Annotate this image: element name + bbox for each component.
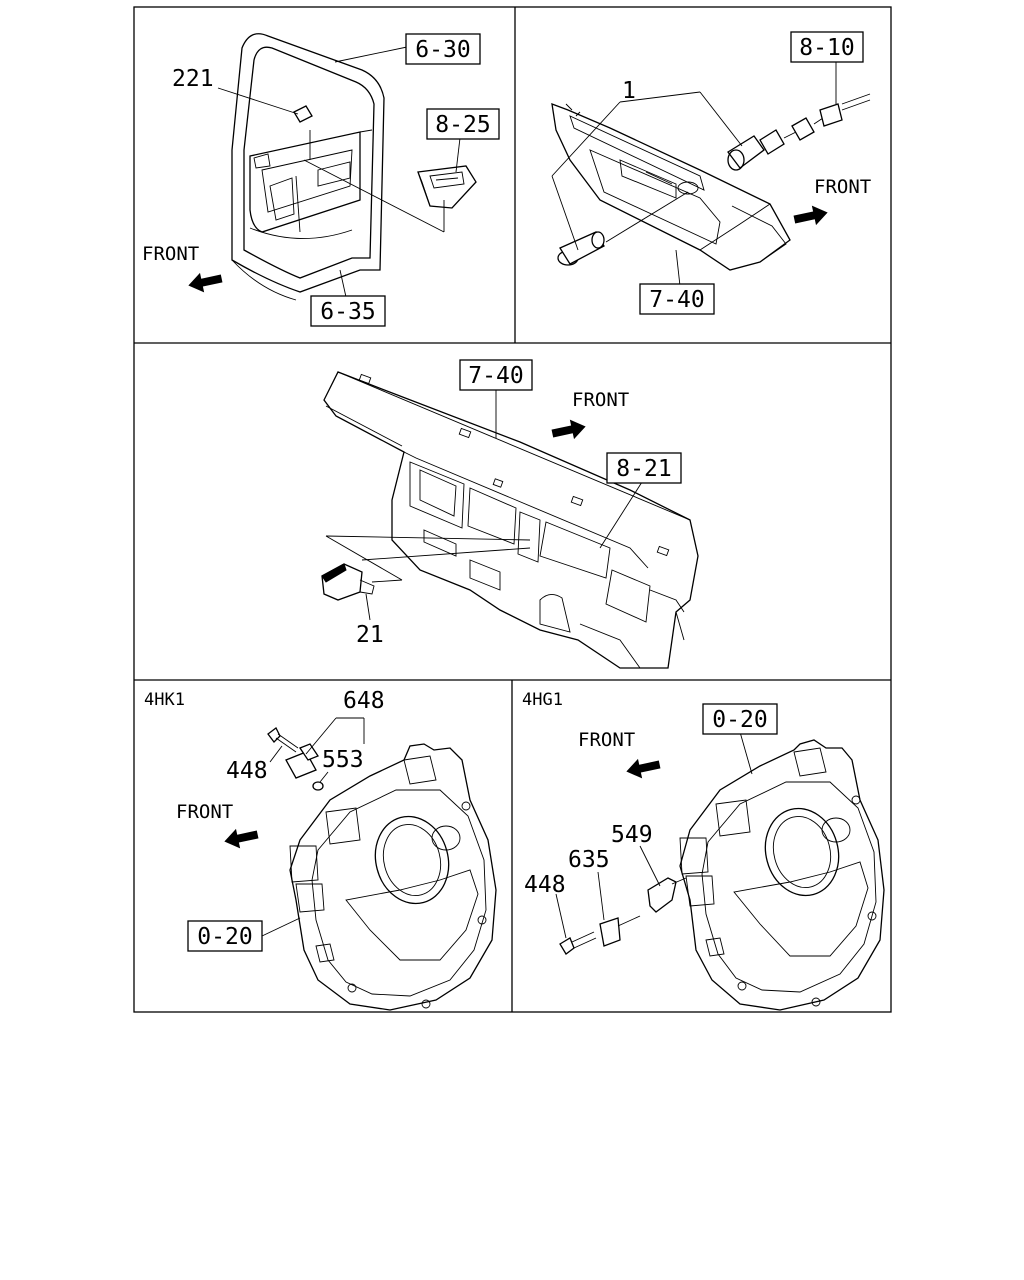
switch-knob-illustration: [727, 93, 871, 171]
engine-4hk1-leaders: [261, 717, 365, 937]
callout-6-35: 6-35: [310, 295, 386, 327]
callout-0-20: 0-20: [187, 920, 263, 952]
svg-text:7-40: 7-40: [468, 363, 523, 389]
front-arrow-icon: [222, 824, 260, 852]
svg-text:6-30: 6-30: [415, 37, 470, 63]
panel-door: 6-30 8-25 6-35 221 FRONT: [142, 33, 500, 327]
sensor-illustration: [559, 877, 687, 955]
part-number-1: 1: [622, 78, 636, 104]
part-number-21: 21: [356, 622, 384, 648]
cap-illustration: [557, 231, 605, 266]
console-illustration: [551, 103, 791, 271]
part-number-221: 221: [172, 66, 214, 92]
flywheel-housing-illustration: [289, 743, 497, 1011]
part-number-448: 448: [524, 872, 566, 898]
svg-text:8-21: 8-21: [616, 456, 671, 482]
door-leaders: [217, 46, 461, 298]
dashboard-illustration: [323, 371, 699, 669]
flywheel-housing-illustration: [679, 739, 885, 1011]
sensor-illustration: [267, 727, 324, 791]
callout-8-25: 8-25: [426, 108, 500, 140]
svg-text:6-35: 6-35: [320, 299, 375, 325]
front-arrow-icon: [792, 202, 830, 230]
console-leaders: [551, 60, 837, 287]
window-switch-illustration: [417, 165, 477, 209]
engine-code: 4HG1: [522, 690, 563, 710]
callout-0-20: 0-20: [702, 703, 778, 735]
part-number-648: 648: [343, 688, 385, 714]
svg-text:8-10: 8-10: [799, 35, 854, 61]
part-number-553: 553: [322, 747, 364, 773]
panel-engine-4hg1: 4HG1: [522, 690, 885, 1011]
engine-code: 4HK1: [144, 690, 185, 710]
panel-dashboard: 7-40 8-21 21 FRONT: [321, 359, 699, 669]
callout-7-40: 7-40: [459, 359, 533, 391]
dashboard-leaders: [325, 390, 643, 621]
engine-4hg1-leaders: [555, 731, 753, 939]
callout-8-21: 8-21: [606, 452, 682, 484]
callout-6-30: 6-30: [405, 33, 481, 65]
front-arrow-icon: [186, 268, 224, 296]
callout-8-10: 8-10: [790, 31, 864, 63]
front-label: FRONT: [572, 389, 629, 411]
part-number-448: 448: [226, 758, 268, 784]
panel-console-switch: 8-10 7-40 1 FRONT: [551, 31, 871, 315]
callout-7-40: 7-40: [639, 283, 715, 315]
front-arrow-icon: [624, 754, 662, 782]
door-illustration: [231, 33, 385, 301]
svg-text:8-25: 8-25: [435, 112, 490, 138]
dash-switch-illustration: [321, 563, 375, 601]
front-label: FRONT: [578, 729, 635, 751]
front-label: FRONT: [142, 243, 199, 265]
part-number-635: 635: [568, 847, 610, 873]
svg-text:7-40: 7-40: [649, 287, 704, 313]
front-label: FRONT: [176, 801, 233, 823]
svg-text:0-20: 0-20: [712, 707, 767, 733]
front-label: FRONT: [814, 176, 871, 198]
front-arrow-icon: [550, 416, 588, 444]
svg-text:0-20: 0-20: [197, 924, 252, 950]
panel-engine-4hk1: 4HK1: [144, 688, 497, 1011]
diagram-frame: [133, 6, 892, 1013]
part-number-549: 549: [611, 822, 653, 848]
